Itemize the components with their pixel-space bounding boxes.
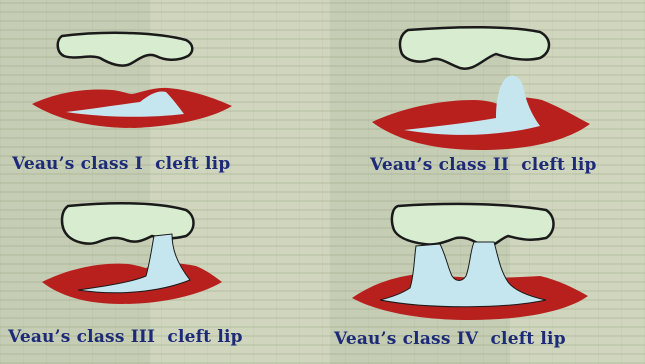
caption-class-1: Veau’s class I cleft lip xyxy=(12,154,230,174)
class-4-cleft xyxy=(380,242,546,307)
caption-class-4: Veau’s class IV cleft lip xyxy=(334,329,566,349)
class-1-illustration xyxy=(32,33,232,128)
class-2-illustration xyxy=(372,27,590,150)
caption-class-3: Veau’s class III cleft lip xyxy=(8,327,243,347)
class-4-palate xyxy=(392,204,554,246)
caption-class-2: Veau’s class II cleft lip xyxy=(370,155,597,175)
class-4-illustration xyxy=(352,204,588,320)
class-3-illustration xyxy=(42,203,222,304)
class-2-palate xyxy=(400,27,549,68)
class-3-palate xyxy=(62,203,194,243)
class-1-palate xyxy=(58,33,193,66)
